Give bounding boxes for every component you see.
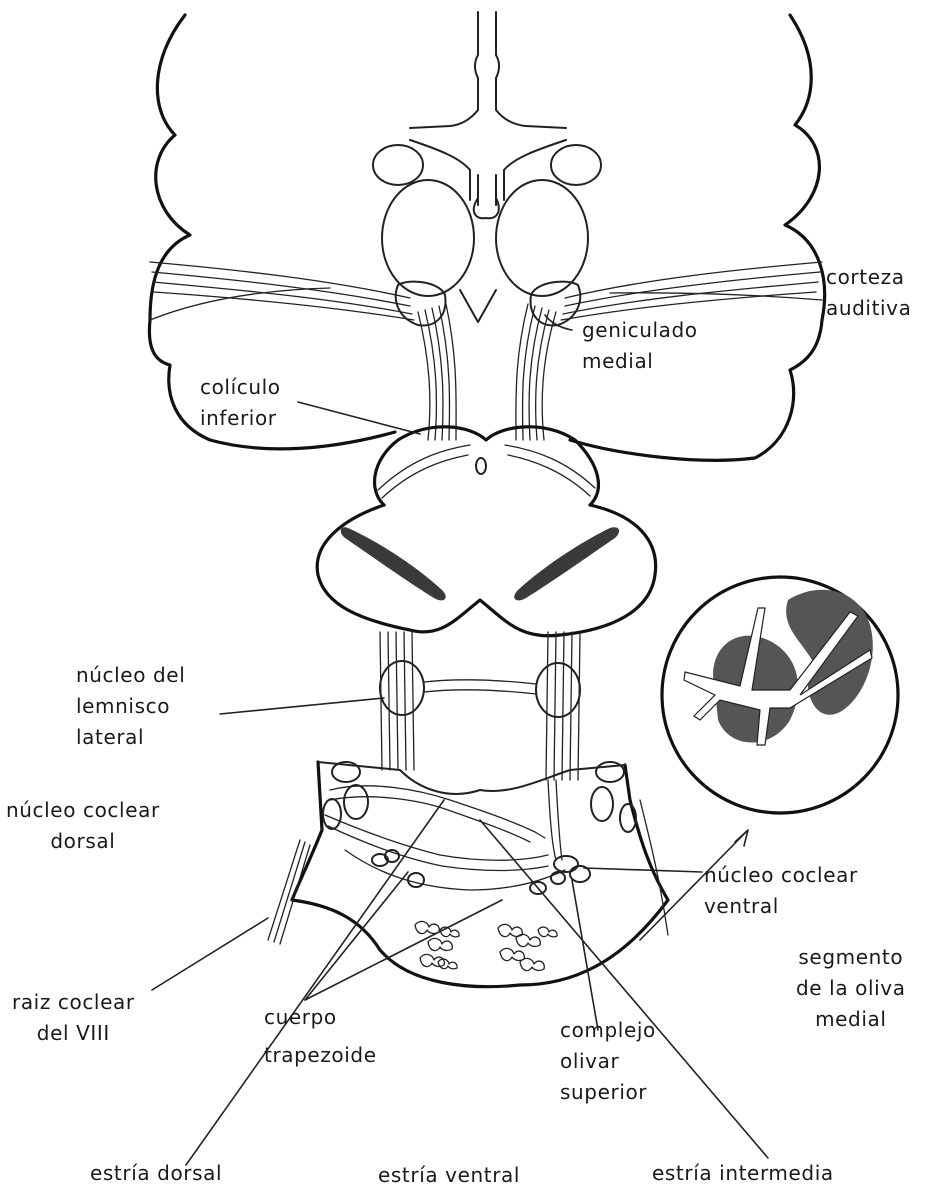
label-nucleo-coclear-dorsal: núcleo coclear dorsal [6, 795, 160, 857]
label-raiz-coclear: raiz coclear del VIII [12, 987, 135, 1049]
label-segmento-oliva-medial: segmento de la oliva medial [796, 942, 906, 1035]
left-hemisphere-inner [150, 288, 330, 320]
label-corteza-auditiva: corteza auditiva [826, 262, 911, 324]
left-ascending-bundle [418, 304, 456, 440]
left-substantia-nigra [341, 527, 446, 600]
midline-notch [460, 290, 496, 322]
left-cochlear-nerve-root [268, 840, 310, 944]
label-complejo-olivar-superior: complejo olivar superior [560, 1015, 656, 1108]
right-thalamus [496, 180, 588, 296]
right-upper-nucleus [551, 145, 601, 185]
pons-outline [317, 505, 655, 636]
right-hemisphere-outline [570, 15, 825, 460]
right-ascending-stria-fibers [548, 780, 562, 860]
left-lateral-lemniscus [380, 632, 414, 770]
left-upper-nucleus [373, 145, 423, 185]
third-ventricle [410, 140, 566, 205]
label-nucleo-lemnisco-lateral: núcleo del lemnisco lateral [76, 660, 185, 753]
leader-estria-dorsal [186, 800, 444, 1165]
leader-geniculado [545, 315, 572, 330]
right-substantia-nigra [514, 527, 619, 600]
leader-coliculo [298, 402, 420, 434]
superior-olive-left [372, 850, 424, 887]
left-thalamus [382, 180, 474, 296]
label-nucleo-coclear-ventral: núcleo coclear ventral [704, 860, 858, 922]
right-ventral-cochlear-nucleus-a [591, 787, 613, 821]
label-estria-dorsal: estría dorsal [90, 1158, 222, 1189]
label-coliculo-inferior: colículo inferior [200, 372, 281, 434]
leader-lemnisco [220, 698, 384, 714]
dorsal-stria [330, 786, 545, 842]
left-inferior-olive [415, 921, 459, 968]
commissure-of-probst [424, 680, 536, 694]
right-dorsal-cochlear-nucleus [596, 762, 624, 782]
leader-raiz [152, 918, 268, 990]
cerebral-aqueduct [476, 458, 486, 474]
left-ventral-cochlear-nucleus-a [344, 785, 368, 819]
leader-trapezoide-1 [305, 872, 408, 1000]
label-estria-ventral: estría ventral [378, 1160, 520, 1191]
right-inferior-olive [498, 924, 557, 970]
right-lemniscus-nucleus [536, 663, 580, 717]
left-lemniscus-nucleus [380, 661, 424, 715]
label-geniculado-medial: geniculado medial [582, 315, 698, 377]
left-ventral-cochlear-nucleus-b [323, 799, 341, 829]
right-medial-geniculate [531, 282, 581, 326]
auditory-radiation-right [561, 262, 822, 320]
midline-fissure [410, 12, 566, 128]
inferior-colliculus-fibers [378, 445, 595, 498]
label-estria-intermedia: estría intermedia [652, 1158, 834, 1189]
label-cuerpo-trapezoide: cuerpo trapezoide [264, 998, 377, 1074]
leader-coclear-ventral [584, 868, 702, 872]
